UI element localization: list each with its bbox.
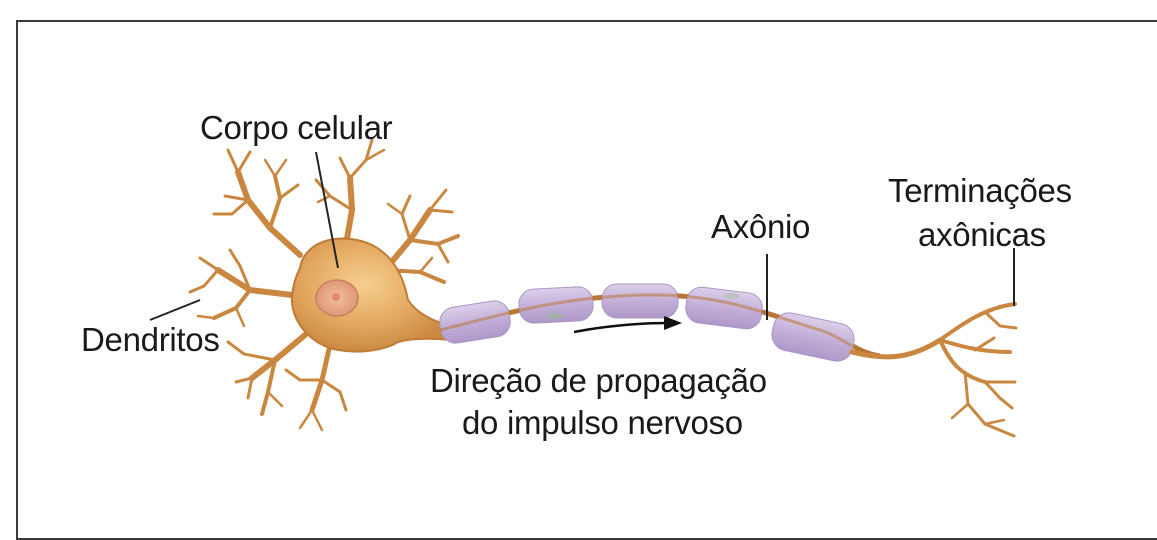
label-axon: Axônio (711, 208, 810, 246)
label-axon-terminals-line2: axônicas (918, 216, 1046, 254)
label-dendrites: Dendritos (81, 321, 220, 359)
label-axon-terminals-line1: Terminações (888, 172, 1072, 210)
myelin-sheath (602, 284, 678, 318)
label-direction-line2: do impulso nervoso (462, 404, 743, 442)
label-cell-body: Corpo celular (200, 109, 392, 147)
axon-terminals (852, 304, 1016, 436)
cell-body (292, 239, 452, 352)
neuron-illustration (0, 0, 1157, 522)
leader-line-dendrites (150, 300, 200, 320)
label-direction-line1: Direção de propagação (430, 362, 767, 400)
